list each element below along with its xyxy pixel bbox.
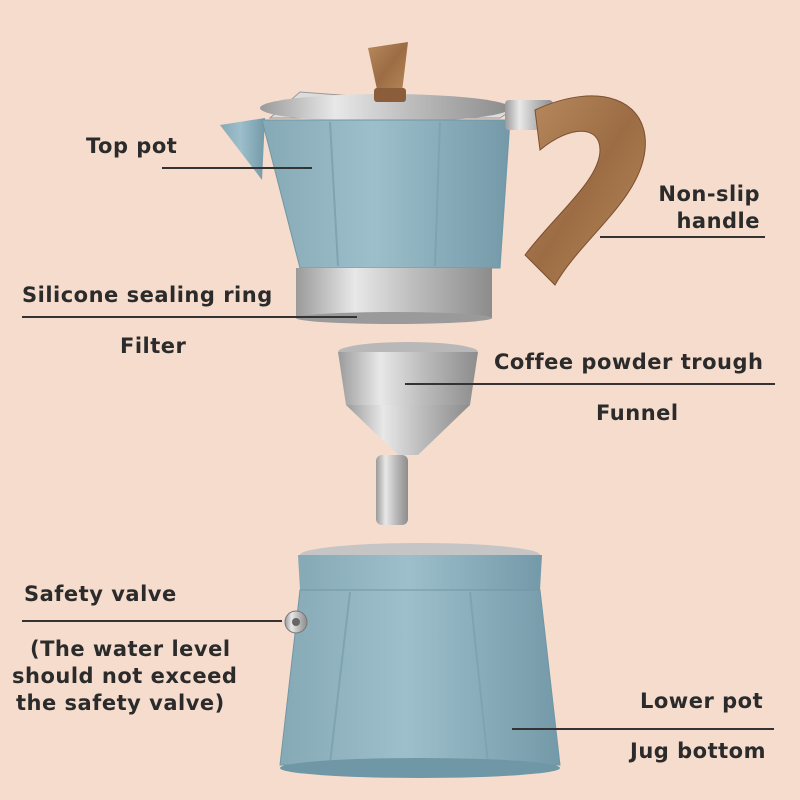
lid-rim bbox=[260, 94, 510, 122]
non-slip-handle bbox=[524, 95, 646, 286]
coffee-powder-trough bbox=[338, 352, 478, 405]
lower-pot-collar bbox=[298, 555, 542, 590]
label-silicone-sealing-ring: Silicone sealing ring bbox=[22, 283, 273, 307]
knob-base bbox=[374, 88, 406, 102]
lower-pot bbox=[279, 543, 561, 778]
funnel-tube bbox=[376, 455, 408, 525]
label-water-level-line1: (The water level bbox=[30, 637, 231, 661]
top-pot-body bbox=[261, 119, 511, 269]
label-water-level-note: (The water level should not exceed the s… bbox=[12, 636, 237, 717]
top-pot bbox=[220, 42, 646, 324]
lower-pot-body bbox=[279, 589, 561, 766]
leader-lower-pot bbox=[512, 728, 774, 730]
leader-sealing-ring bbox=[22, 316, 357, 318]
leader-handle bbox=[600, 236, 765, 238]
label-non-slip-line2: handle bbox=[676, 209, 760, 233]
funnel-cone bbox=[346, 405, 470, 455]
leader-top-pot bbox=[162, 167, 312, 169]
jug-bottom bbox=[280, 758, 560, 778]
label-lower-pot: Lower pot bbox=[640, 689, 764, 713]
label-top-pot: Top pot bbox=[86, 134, 178, 158]
label-water-level-line2: should not exceed bbox=[12, 664, 238, 688]
label-non-slip-handle: Non-slip handle bbox=[658, 181, 760, 235]
label-non-slip-line1: Non-slip bbox=[658, 182, 760, 206]
funnel bbox=[338, 342, 478, 525]
silicone-sealing-ring bbox=[296, 268, 492, 318]
label-safety-valve: Safety valve bbox=[24, 582, 177, 606]
top-pot-spout bbox=[220, 118, 265, 180]
label-coffee-powder-trough: Coffee powder trough bbox=[494, 350, 764, 374]
label-filter: Filter bbox=[120, 334, 187, 358]
label-funnel: Funnel bbox=[596, 401, 679, 425]
leader-safety-valve bbox=[22, 620, 282, 622]
lid-knob bbox=[368, 42, 408, 94]
leader-trough bbox=[405, 383, 775, 385]
label-jug-bottom: Jug bottom bbox=[630, 739, 766, 763]
label-water-level-line3: the safety valve) bbox=[16, 691, 225, 715]
